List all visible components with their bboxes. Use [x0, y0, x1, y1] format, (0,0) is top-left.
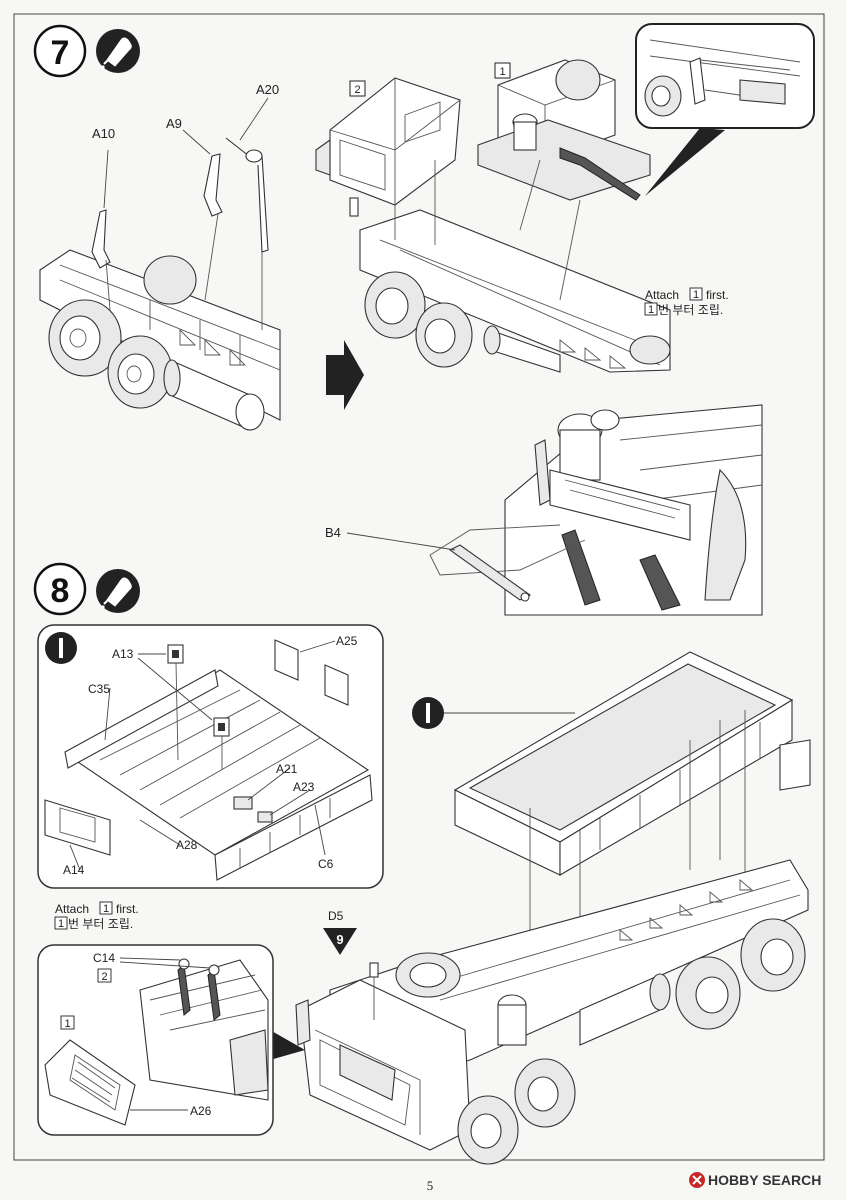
chassis-frame: [359, 209, 671, 373]
note-ref: 1: [693, 289, 699, 301]
watermark: HOBBY SEARCH: [689, 1172, 821, 1188]
step8-number-circle: [33, 562, 87, 616]
label-a14: A14: [63, 863, 85, 877]
fuel-tank: [163, 359, 265, 431]
step8-inset-engine-cover: C14 2 1 A26: [37, 944, 305, 1136]
part-a21: [233, 796, 253, 810]
label-a10: A10: [92, 126, 115, 141]
label-d5: D5: [328, 909, 344, 923]
detail-bubble-wheel: [635, 23, 815, 196]
part-a10: [91, 209, 111, 269]
page-number: 5: [427, 1178, 434, 1193]
ref-engine: 1: [499, 66, 505, 78]
part-b4: [448, 544, 532, 601]
cab-subassembly: [315, 77, 461, 217]
label-a23: A23: [293, 780, 315, 794]
chassis-frame: [39, 249, 281, 421]
label-a9: A9: [166, 116, 182, 131]
label-a28: A28: [176, 838, 198, 852]
note-line1-end: first.: [706, 288, 729, 302]
step7-chassis-right: 2 1: [315, 59, 671, 373]
note-line1: Attach: [55, 902, 89, 916]
step8-truck-body: D5 9: [295, 859, 809, 1165]
step8-header: 8: [33, 562, 140, 616]
wheel: [48, 299, 122, 377]
step8-number: 8: [51, 572, 70, 610]
note-line2-ref: 1: [58, 918, 64, 930]
note-line2: 번 부터 조립.: [658, 303, 723, 317]
note-ref: 1: [103, 903, 109, 915]
svg-text:Attach: Attach: [645, 288, 679, 302]
step7-number-circle: [33, 24, 87, 78]
label-a20: A20: [256, 82, 279, 97]
ref-2: 2: [101, 971, 107, 983]
step8-inset-cargo-bed: A13 A25 C35 A21 A23 A28 A14 C6: [37, 624, 384, 889]
step7-chassis-left: A10 A9 A20: [39, 82, 281, 431]
label-a13: A13: [112, 647, 134, 661]
part-c35: [64, 669, 219, 769]
part-c6: [214, 774, 373, 881]
part-d5: [369, 962, 379, 978]
note-line1: Attach: [645, 288, 679, 302]
watermark-text: HOBBY SEARCH: [708, 1172, 821, 1188]
next-arrow-icon: [326, 340, 364, 410]
part-a25: [274, 639, 299, 681]
ref-cab: 2: [354, 84, 360, 96]
label-c6: C6: [318, 857, 334, 871]
label-c35: C35: [88, 682, 110, 696]
engine-subassembly: [477, 59, 651, 201]
wheel: [107, 335, 173, 409]
hobbysearch-logo-icon: [689, 1172, 705, 1188]
step7-detail-b4: B4: [325, 404, 763, 616]
label-a26: A26: [190, 1104, 212, 1118]
note-line1-end: first.: [116, 902, 139, 916]
step7-note: Attach 1 first. 1 번 부터 조립.: [644, 287, 729, 317]
ref-box-2: [349, 80, 366, 97]
label-c14: C14: [93, 951, 115, 965]
ref-1: 1: [64, 1018, 70, 1030]
label-a21: A21: [276, 762, 298, 776]
glue-bottle-icon: [96, 569, 140, 613]
page-border: [13, 13, 825, 1161]
part-a9: [203, 153, 223, 217]
wheel: [143, 255, 197, 305]
label-b4: B4: [325, 525, 341, 540]
ref-box-1: [494, 62, 511, 79]
glue-bottle-icon: [96, 29, 140, 73]
label-a25: A25: [336, 634, 358, 648]
step8-cargo-bed: [412, 651, 811, 1000]
step7-header: 7: [33, 24, 140, 78]
part-a23: [257, 811, 273, 823]
label-d5-ref: 9: [336, 932, 343, 947]
step7-number: 7: [51, 34, 70, 72]
part-a26: [44, 1039, 136, 1126]
ref-triangle: [323, 928, 357, 955]
note-line2-ref: 1: [648, 304, 654, 316]
step8-note: Attach 1 first. 1 번 부터 조립.: [54, 901, 139, 931]
note-line2: 번 부터 조립.: [68, 917, 133, 931]
